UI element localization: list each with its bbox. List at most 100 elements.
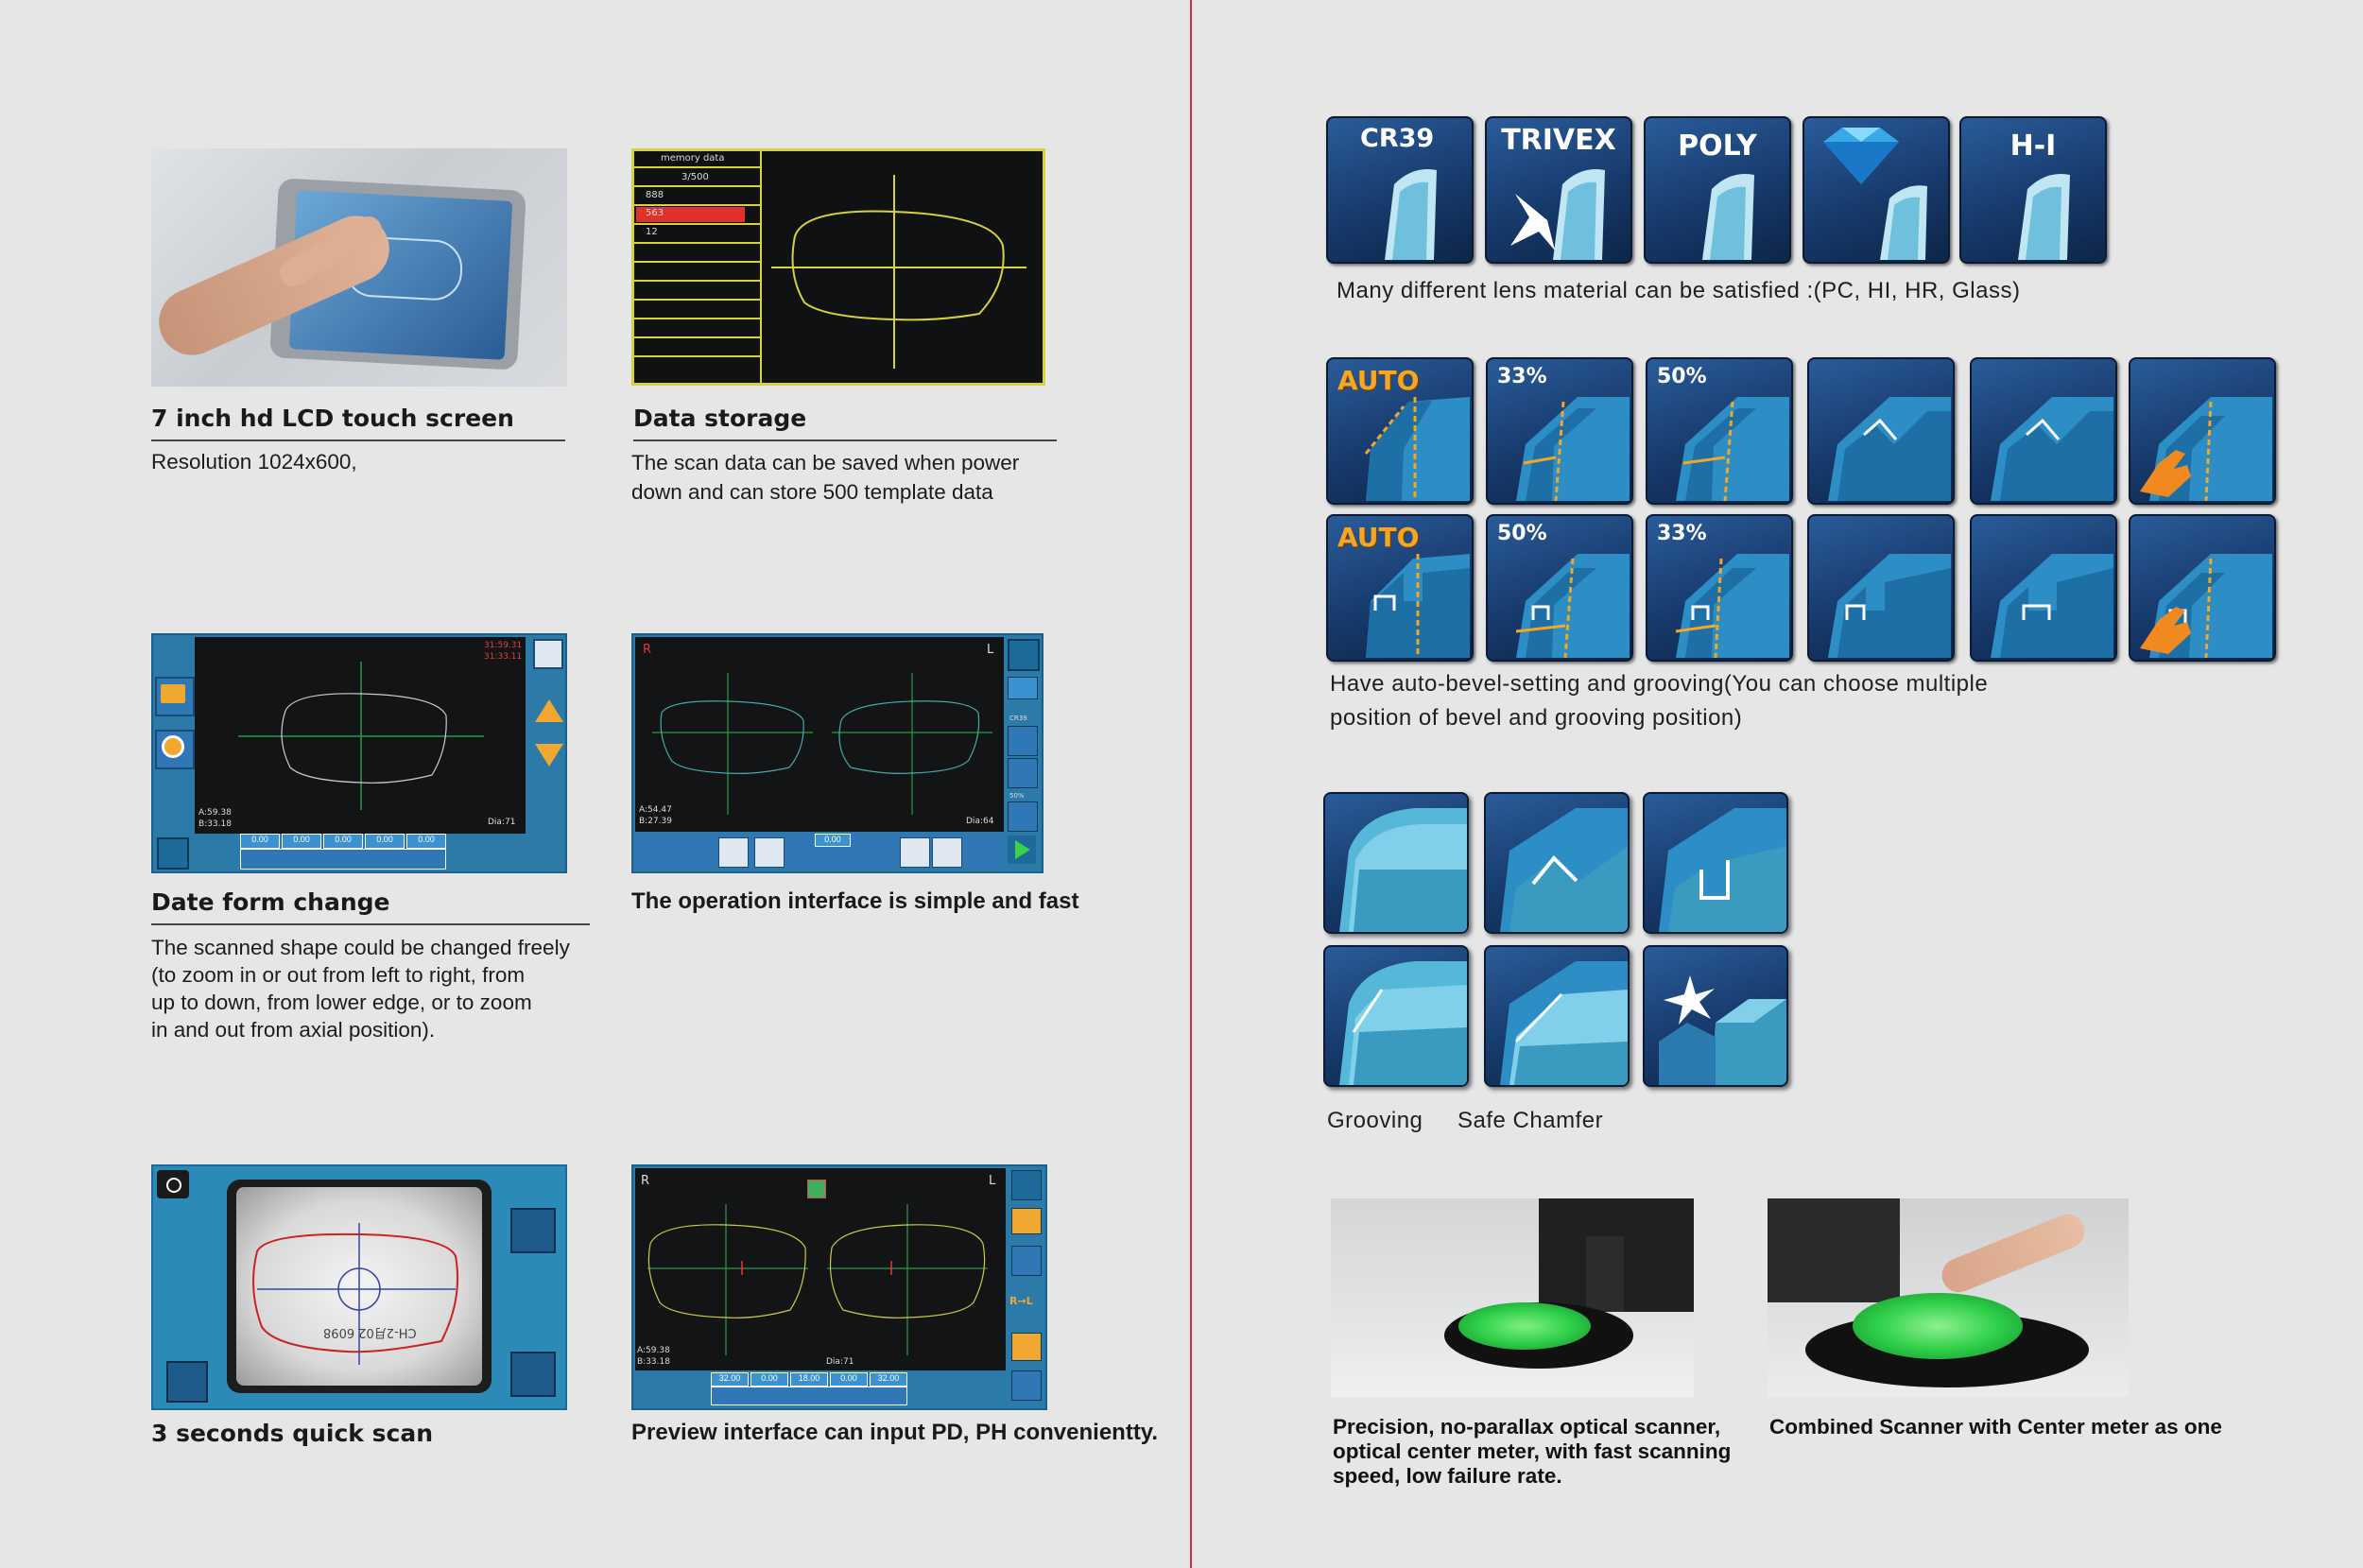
toolbar-icon[interactable] [900, 837, 930, 868]
material-poly-icon: POLY [1644, 116, 1791, 264]
preview-screen: R L A:59.38 B:33.18 Dia:71 32.00 0.00 18… [631, 1164, 1047, 1410]
material-label: CR39 [1009, 715, 1027, 722]
bevel-50-icon: 50% [1646, 357, 1793, 505]
bevel-label: 33% [1657, 522, 1707, 545]
lens-engraving: CH-2月02 6098 [323, 1325, 417, 1339]
param-field[interactable]: 0.00 [240, 834, 280, 849]
section-title-operation: The operation interface is simple and fa… [631, 888, 1079, 914]
scanner-caption-l2: optical center meter, with fast scanning [1333, 1439, 1732, 1463]
material-label: H-I [2009, 129, 2057, 163]
copy-r-to-l-label[interactable]: R→L [1009, 1295, 1033, 1307]
title-underline [151, 439, 565, 441]
camera-icon[interactable] [157, 1170, 189, 1198]
combined-caption: Combined Scanner with Center meter as on… [1769, 1415, 2222, 1439]
camera-icon[interactable] [1011, 1333, 1042, 1361]
param-field[interactable]: 0.00 [750, 1372, 788, 1387]
left-eye-label: L [987, 643, 994, 657]
toolbar-icon[interactable] [718, 837, 749, 868]
groove-33-icon: 33% [1646, 514, 1793, 662]
bevel-label: 50% [1497, 522, 1547, 545]
materials-caption: Many different lens material can be sati… [1337, 278, 2021, 303]
bevel-caption-l1: Have auto-bevel-setting and grooving(You… [1330, 671, 1989, 697]
bevel-manual-icon [2129, 357, 2276, 505]
center-icon[interactable] [807, 1180, 826, 1198]
start-icon[interactable] [1008, 836, 1036, 864]
optical-scanner-photo [1331, 1198, 1694, 1397]
wrench-icon[interactable] [1011, 1170, 1042, 1200]
b-value: B:27.39 [639, 817, 672, 826]
page-divider [1190, 0, 1192, 1568]
edge-bevel-icon [1484, 792, 1630, 934]
lens-shape-preview [771, 175, 1026, 369]
section-body-form-change-l1: The scanned shape could be changed freel… [151, 936, 570, 959]
folder-icon[interactable] [161, 684, 185, 703]
param-field[interactable]: 0.00 [365, 834, 405, 849]
groove-50-icon: 50% [1486, 514, 1633, 662]
b-value: B:33.18 [637, 1357, 670, 1367]
scan-lens-outline [252, 1223, 459, 1365]
memory-row[interactable]: 12 [646, 227, 658, 237]
bevel-label: 50% [1657, 365, 1707, 388]
quick-scan-screen: CH-2月02 6098 [151, 1164, 567, 1410]
check-icon[interactable] [510, 1352, 556, 1397]
return-icon[interactable] [1008, 639, 1040, 671]
param-field[interactable]: 0.00 [406, 834, 446, 849]
material-label: CR39 [1360, 124, 1435, 153]
bevel-caption-l2: position of bevel and grooving position) [1330, 705, 1743, 731]
return-icon[interactable] [157, 837, 189, 870]
a-value: A:54.47 [639, 805, 672, 815]
section-body-data-storage-l1: The scan data can be saved when power [631, 451, 1020, 474]
memory-row[interactable]: 888 [646, 190, 664, 200]
pd-field[interactable]: 32.00 [870, 1372, 907, 1387]
material-cr39-icon: CR39 [1326, 116, 1474, 264]
param-field[interactable]: 0.00 [323, 834, 363, 849]
title-underline [633, 439, 1057, 441]
operation-screen: R L A:54.47 B:27.39 Dia:64 CR39 50% 0.00 [631, 633, 1044, 873]
toolbar-icon[interactable] [932, 837, 962, 868]
pd-field[interactable]: 32.00 [711, 1372, 749, 1387]
lens-icon[interactable] [1008, 677, 1038, 699]
right-eye-label: R [641, 1174, 650, 1188]
bevel-label: AUTO [1337, 365, 1420, 396]
arrow-down-icon[interactable] [535, 744, 563, 767]
bevel-icon[interactable] [1008, 758, 1038, 788]
bevel-33-icon: 33% [1486, 357, 1633, 505]
section-title-quick-scan: 3 seconds quick scan [151, 1420, 433, 1447]
download-icon[interactable] [1011, 1246, 1042, 1276]
bevel-label: AUTO [1337, 522, 1420, 553]
material-icon[interactable] [1008, 726, 1038, 756]
bevel-auto-icon: AUTO [1326, 357, 1474, 505]
search-icon[interactable] [162, 735, 184, 758]
form-shape [238, 662, 484, 810]
coord-readout-2: 31:33.11 [484, 652, 523, 662]
chart-icon[interactable] [510, 1208, 556, 1253]
frame-icon[interactable] [1011, 1208, 1042, 1234]
toolbar-icon[interactable] [754, 837, 785, 868]
left-eye-label: L [989, 1174, 996, 1188]
material-hi-icon: H-I [1959, 116, 2107, 264]
section-title-preview: Preview interface can input PD, PH conve… [631, 1420, 1159, 1445]
bevel-position-icon[interactable] [1008, 801, 1038, 832]
return-icon[interactable] [166, 1361, 208, 1403]
memory-row-selected[interactable]: 563 [646, 208, 664, 218]
section-body-form-change-l4: in and out from axial position). [151, 1018, 436, 1042]
arrow-up-icon[interactable] [535, 699, 563, 722]
groove-manual-icon [2129, 514, 2276, 662]
memory-header: memory data [661, 153, 725, 164]
grooving-caption: Grooving [1327, 1108, 1423, 1133]
param-field[interactable]: 0.00 [815, 834, 851, 847]
form-change-screen: 31:59.31 31:33.11 A:59.38 B:33.18 Dia:71… [151, 633, 567, 873]
param-field[interactable]: 0.00 [282, 834, 321, 849]
right-eye-label: R [643, 643, 652, 657]
scanner-caption-l1: Precision, no-parallax optical scanner, [1333, 1415, 1721, 1439]
coord-readout-1: 31:59.31 [484, 641, 523, 650]
bevel-label: 33% [1497, 365, 1547, 388]
ph-field[interactable]: 18.00 [790, 1372, 828, 1387]
touch-screen-photo [151, 148, 567, 387]
param-field[interactable]: 0.00 [830, 1372, 868, 1387]
groove-auto-icon: AUTO [1326, 514, 1474, 662]
save-icon[interactable] [533, 639, 563, 669]
binocular-shape [652, 673, 992, 815]
machine-icon[interactable] [1011, 1370, 1042, 1401]
polish-icon [1643, 945, 1788, 1087]
